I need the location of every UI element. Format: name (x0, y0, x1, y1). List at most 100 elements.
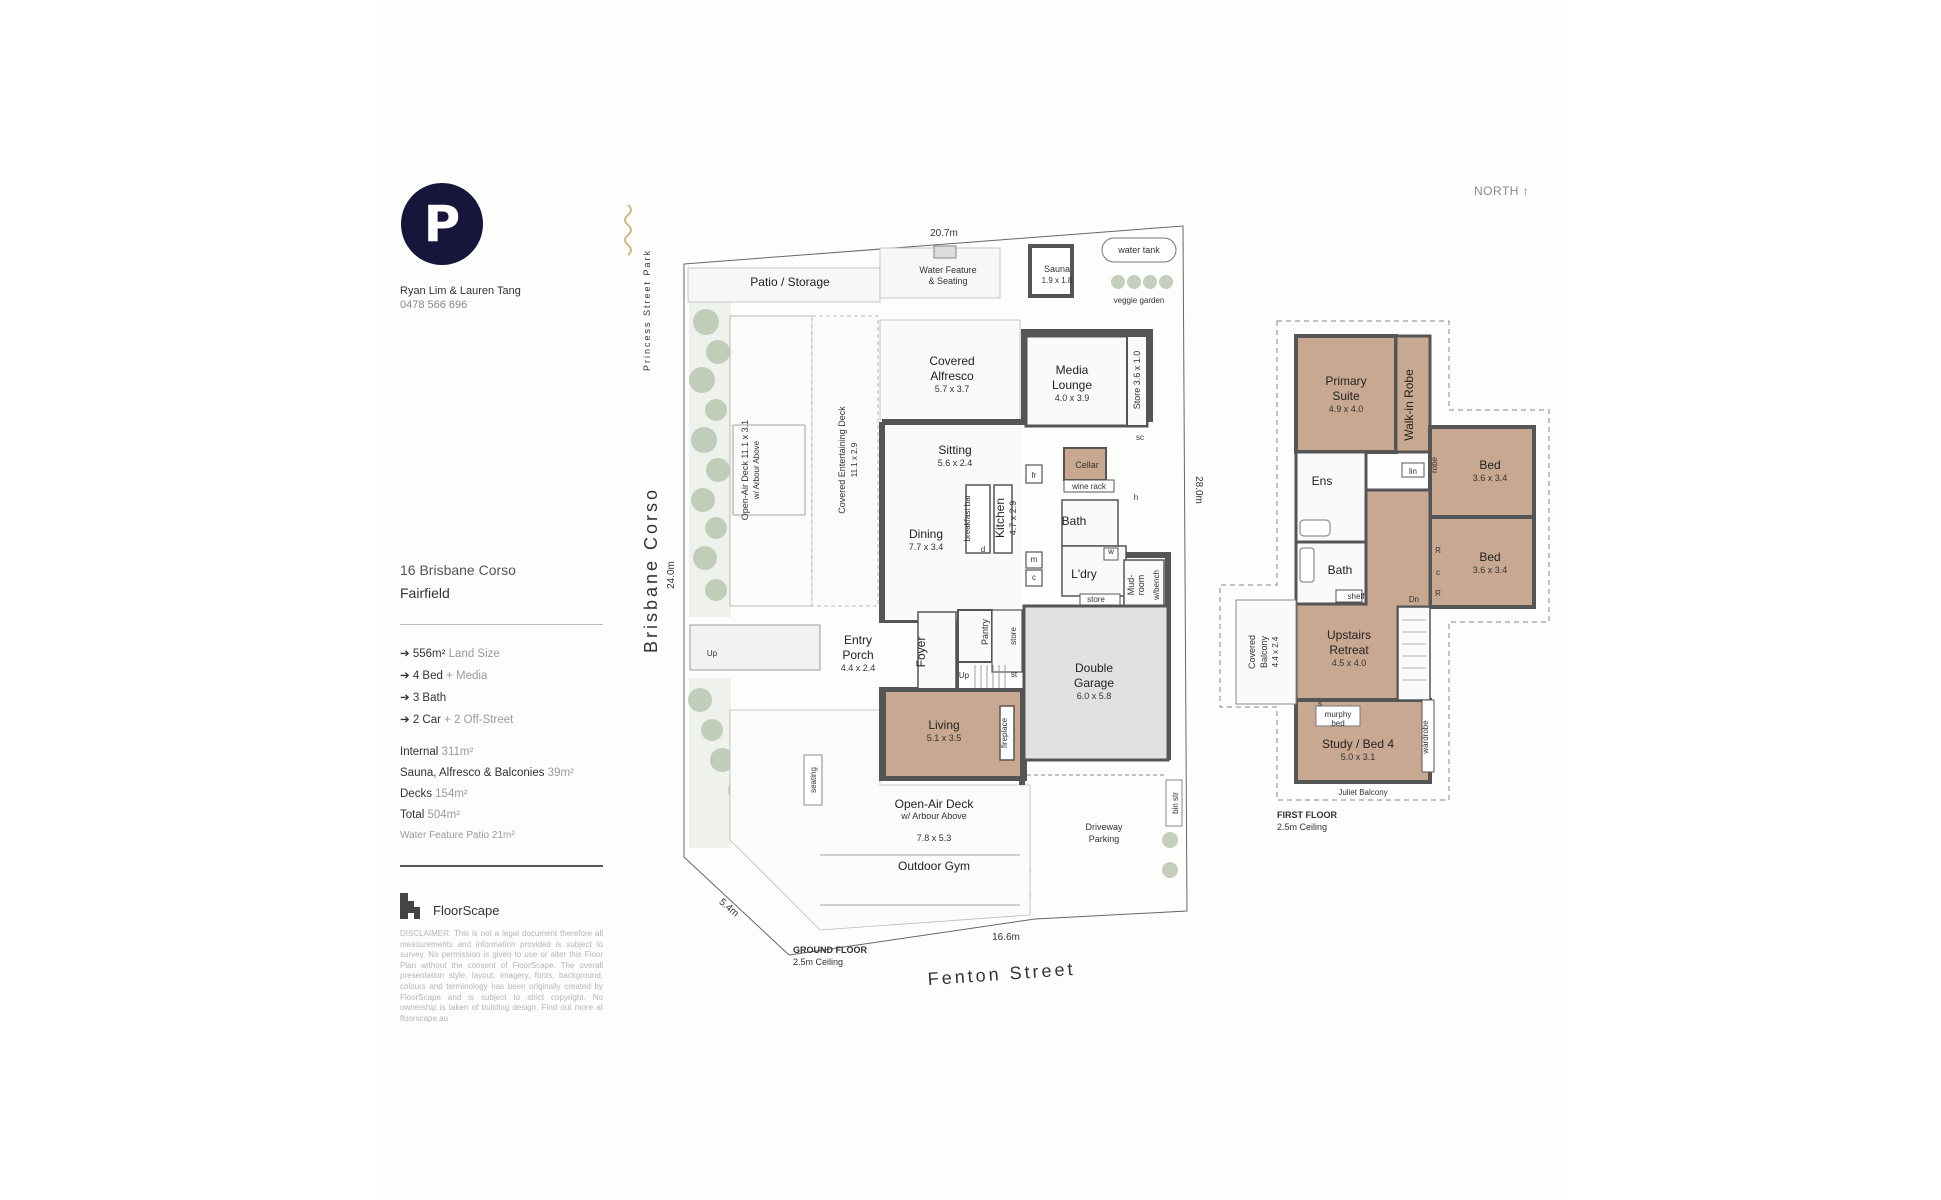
room-water-feature-2: & Seating (928, 276, 967, 286)
area-water-feature: Water Feature Patio 21m² (400, 830, 515, 841)
room-garage-2: Garage (1074, 676, 1114, 690)
agent-names: Ryan Lim & Lauren Tang (400, 285, 521, 297)
room-primary: Primary (1325, 374, 1366, 388)
room-media: Media (1056, 363, 1089, 377)
room-patio-storage: Patio / Storage (750, 275, 830, 289)
area-internal: Internal 311m² (400, 746, 473, 758)
driveway-label-2: Parking (1089, 834, 1120, 844)
room-bed-1: Bed (1479, 458, 1500, 472)
ground-floor-plan: Patio / Storage Water Feature & Seating … (624, 204, 1204, 989)
room-covered-deck-size: 11.1 x 2.9 (850, 442, 859, 477)
room-garage-size: 6.0 x 5.8 (1077, 691, 1112, 701)
dim-top: 20.7m (930, 228, 958, 239)
lin-label: lin (1409, 467, 1417, 476)
room-study-size: 5.0 x 3.1 (1341, 752, 1376, 762)
laundry-store-label: store (1087, 595, 1105, 604)
feature-extra: Land Size (445, 648, 500, 660)
c-label-upstairs: c (1436, 568, 1440, 577)
feature-main: 4 Bed (412, 670, 443, 682)
room-primary-2: Suite (1332, 389, 1360, 403)
room-mudroom: Mud- (1126, 575, 1136, 596)
room-living: Living (928, 718, 959, 732)
area-total: Total 504m² (400, 809, 460, 821)
fr-label: fr (1032, 471, 1037, 480)
area-alfresco: Sauna, Alfresco & Balconies 39m² (400, 767, 574, 779)
ground-floor-ceiling: 2.5m Ceiling (793, 957, 843, 967)
room-media-2: Lounge (1052, 378, 1092, 392)
room-covered-balcony-2: Balcony (1259, 635, 1269, 668)
first-floor-ceiling: 2.5m Ceiling (1277, 822, 1327, 832)
area-value: 154m² (431, 788, 468, 800)
room-bed-2: Bed (1479, 550, 1500, 564)
room-retreat-size: 4.5 x 4.0 (1332, 658, 1367, 668)
m-label: m (1031, 555, 1038, 564)
room-covered-alfresco-size: 5.7 x 3.7 (935, 384, 970, 394)
room-bath-upstairs: Bath (1328, 563, 1353, 577)
room-bed-2-size: 3.6 x 3.4 (1473, 565, 1508, 575)
room-sitting-size: 5.6 x 2.4 (938, 458, 973, 468)
sc-label: sc (1136, 433, 1144, 442)
street-princess-park: Princess Street Park (642, 249, 652, 371)
feature-bath: ➔ 3 Bath (400, 692, 447, 704)
property-address: 16 Brisbane Corso (400, 562, 516, 578)
dim-west: 24.0m (666, 561, 677, 589)
room-entry-size: 4.4 x 2.4 (841, 663, 876, 673)
pantry-store-label: store (1009, 627, 1018, 645)
agency-logo: P (401, 183, 483, 265)
room-walk-in-robe: Walk-in Robe (1402, 369, 1416, 441)
first-floor-rooms (1235, 334, 1536, 784)
room-study: Study / Bed 4 (1322, 737, 1394, 751)
room-open-air-deck-west-2: w/ Arbour Above (752, 440, 761, 500)
room-bath: Bath (1062, 514, 1087, 528)
murphy-bed-label: murphy (1325, 710, 1352, 719)
room-open-air-deck-west: Open-Air Deck 11.1 x 3.1 (740, 420, 750, 520)
d-label: d (981, 545, 985, 554)
area-label: Internal (400, 746, 439, 758)
room-covered-balcony-size: 4.4 x 2.4 (1271, 636, 1280, 667)
room-sauna-size: 1.9 x 1.8 (1042, 276, 1073, 285)
r-label-2: R (1435, 589, 1441, 598)
area-value: 311m² (438, 746, 474, 758)
room-covered-alfresco: Covered (929, 354, 974, 368)
room-covered-alfresco-2: Alfresco (930, 369, 974, 383)
arbour-lines (732, 424, 1020, 906)
area-decks: Decks 154m² (400, 788, 468, 800)
wine-rack-label: wine rack (1071, 482, 1107, 491)
room-covered-deck: Covered Entertaining Deck (837, 406, 847, 514)
st-label: st (1011, 670, 1018, 679)
room-kitchen-size: 4.7 x 2.9 (1008, 501, 1018, 536)
area-label: Total (400, 809, 425, 821)
room-media-size: 4.0 x 3.9 (1055, 393, 1090, 403)
ground-floor-label: GROUND FLOOR (793, 945, 867, 955)
room-water-feature: Water Feature (919, 265, 976, 275)
dim-east: 28.0m (1193, 476, 1204, 504)
feature-land: ➔ 556m² Land Size (400, 648, 500, 660)
room-open-air-deck: Open-Air Deck (895, 797, 975, 811)
property-suburb: Fairfield (400, 585, 450, 601)
breakfast-bar-label: breakfast bar (963, 494, 972, 541)
agent-phone: 0478 566 696 (400, 299, 468, 311)
room-open-air-deck-size: 7.8 x 5.3 (917, 833, 952, 843)
room-dining-size: 7.7 x 3.4 (909, 542, 944, 552)
room-dining: Dining (909, 527, 943, 541)
feature-extra: + Media (442, 670, 488, 682)
floorscape-logo-icon (400, 893, 420, 919)
area-label: Decks (400, 788, 432, 800)
street-brisbane-corso: Brisbane Corso (641, 487, 661, 653)
room-retreat-2: Retreat (1329, 643, 1369, 657)
room-laundry: L'dry (1071, 567, 1097, 581)
room-covered-balcony: Covered (1247, 635, 1257, 669)
s-label: s (1318, 699, 1322, 708)
room-living-size: 5.1 x 3.5 (927, 733, 962, 743)
first-floor-plan: Primary Suite 4.9 x 4.0 Walk-in Robe Bed… (1219, 320, 1550, 832)
feature-main: 556m² (412, 648, 446, 660)
dim-corner: 5.4m (717, 897, 741, 920)
shelf-label: shelf (1348, 592, 1366, 601)
veggie-garden-label: veggie garden (1114, 296, 1165, 305)
bench-label: w/bench (1152, 570, 1161, 601)
room-store: Store 3.6 x 1.0 (1132, 351, 1142, 410)
divider-strong (400, 865, 603, 867)
feature-car: ➔ 2 Car + 2 Off-Street (400, 714, 514, 726)
room-entry-2: Porch (842, 648, 873, 662)
